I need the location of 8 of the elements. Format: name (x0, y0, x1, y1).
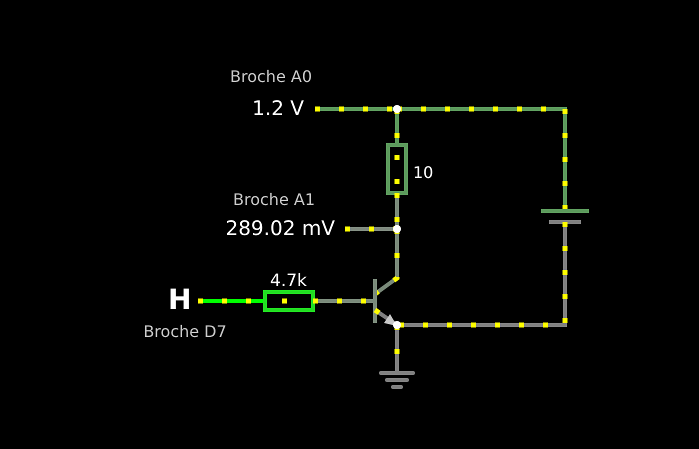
resistor-value: 10 (413, 165, 434, 181)
logic-level: H (168, 286, 192, 314)
voltage-reading: 289.02 mV (225, 218, 335, 238)
pin-label: Broche A0 (230, 69, 312, 85)
pin-label: Broche A1 (233, 192, 315, 208)
pin-label: Broche D7 (143, 324, 227, 340)
resistor-value: 4.7k (270, 273, 307, 290)
voltage-reading: 1.2 V (252, 98, 304, 118)
